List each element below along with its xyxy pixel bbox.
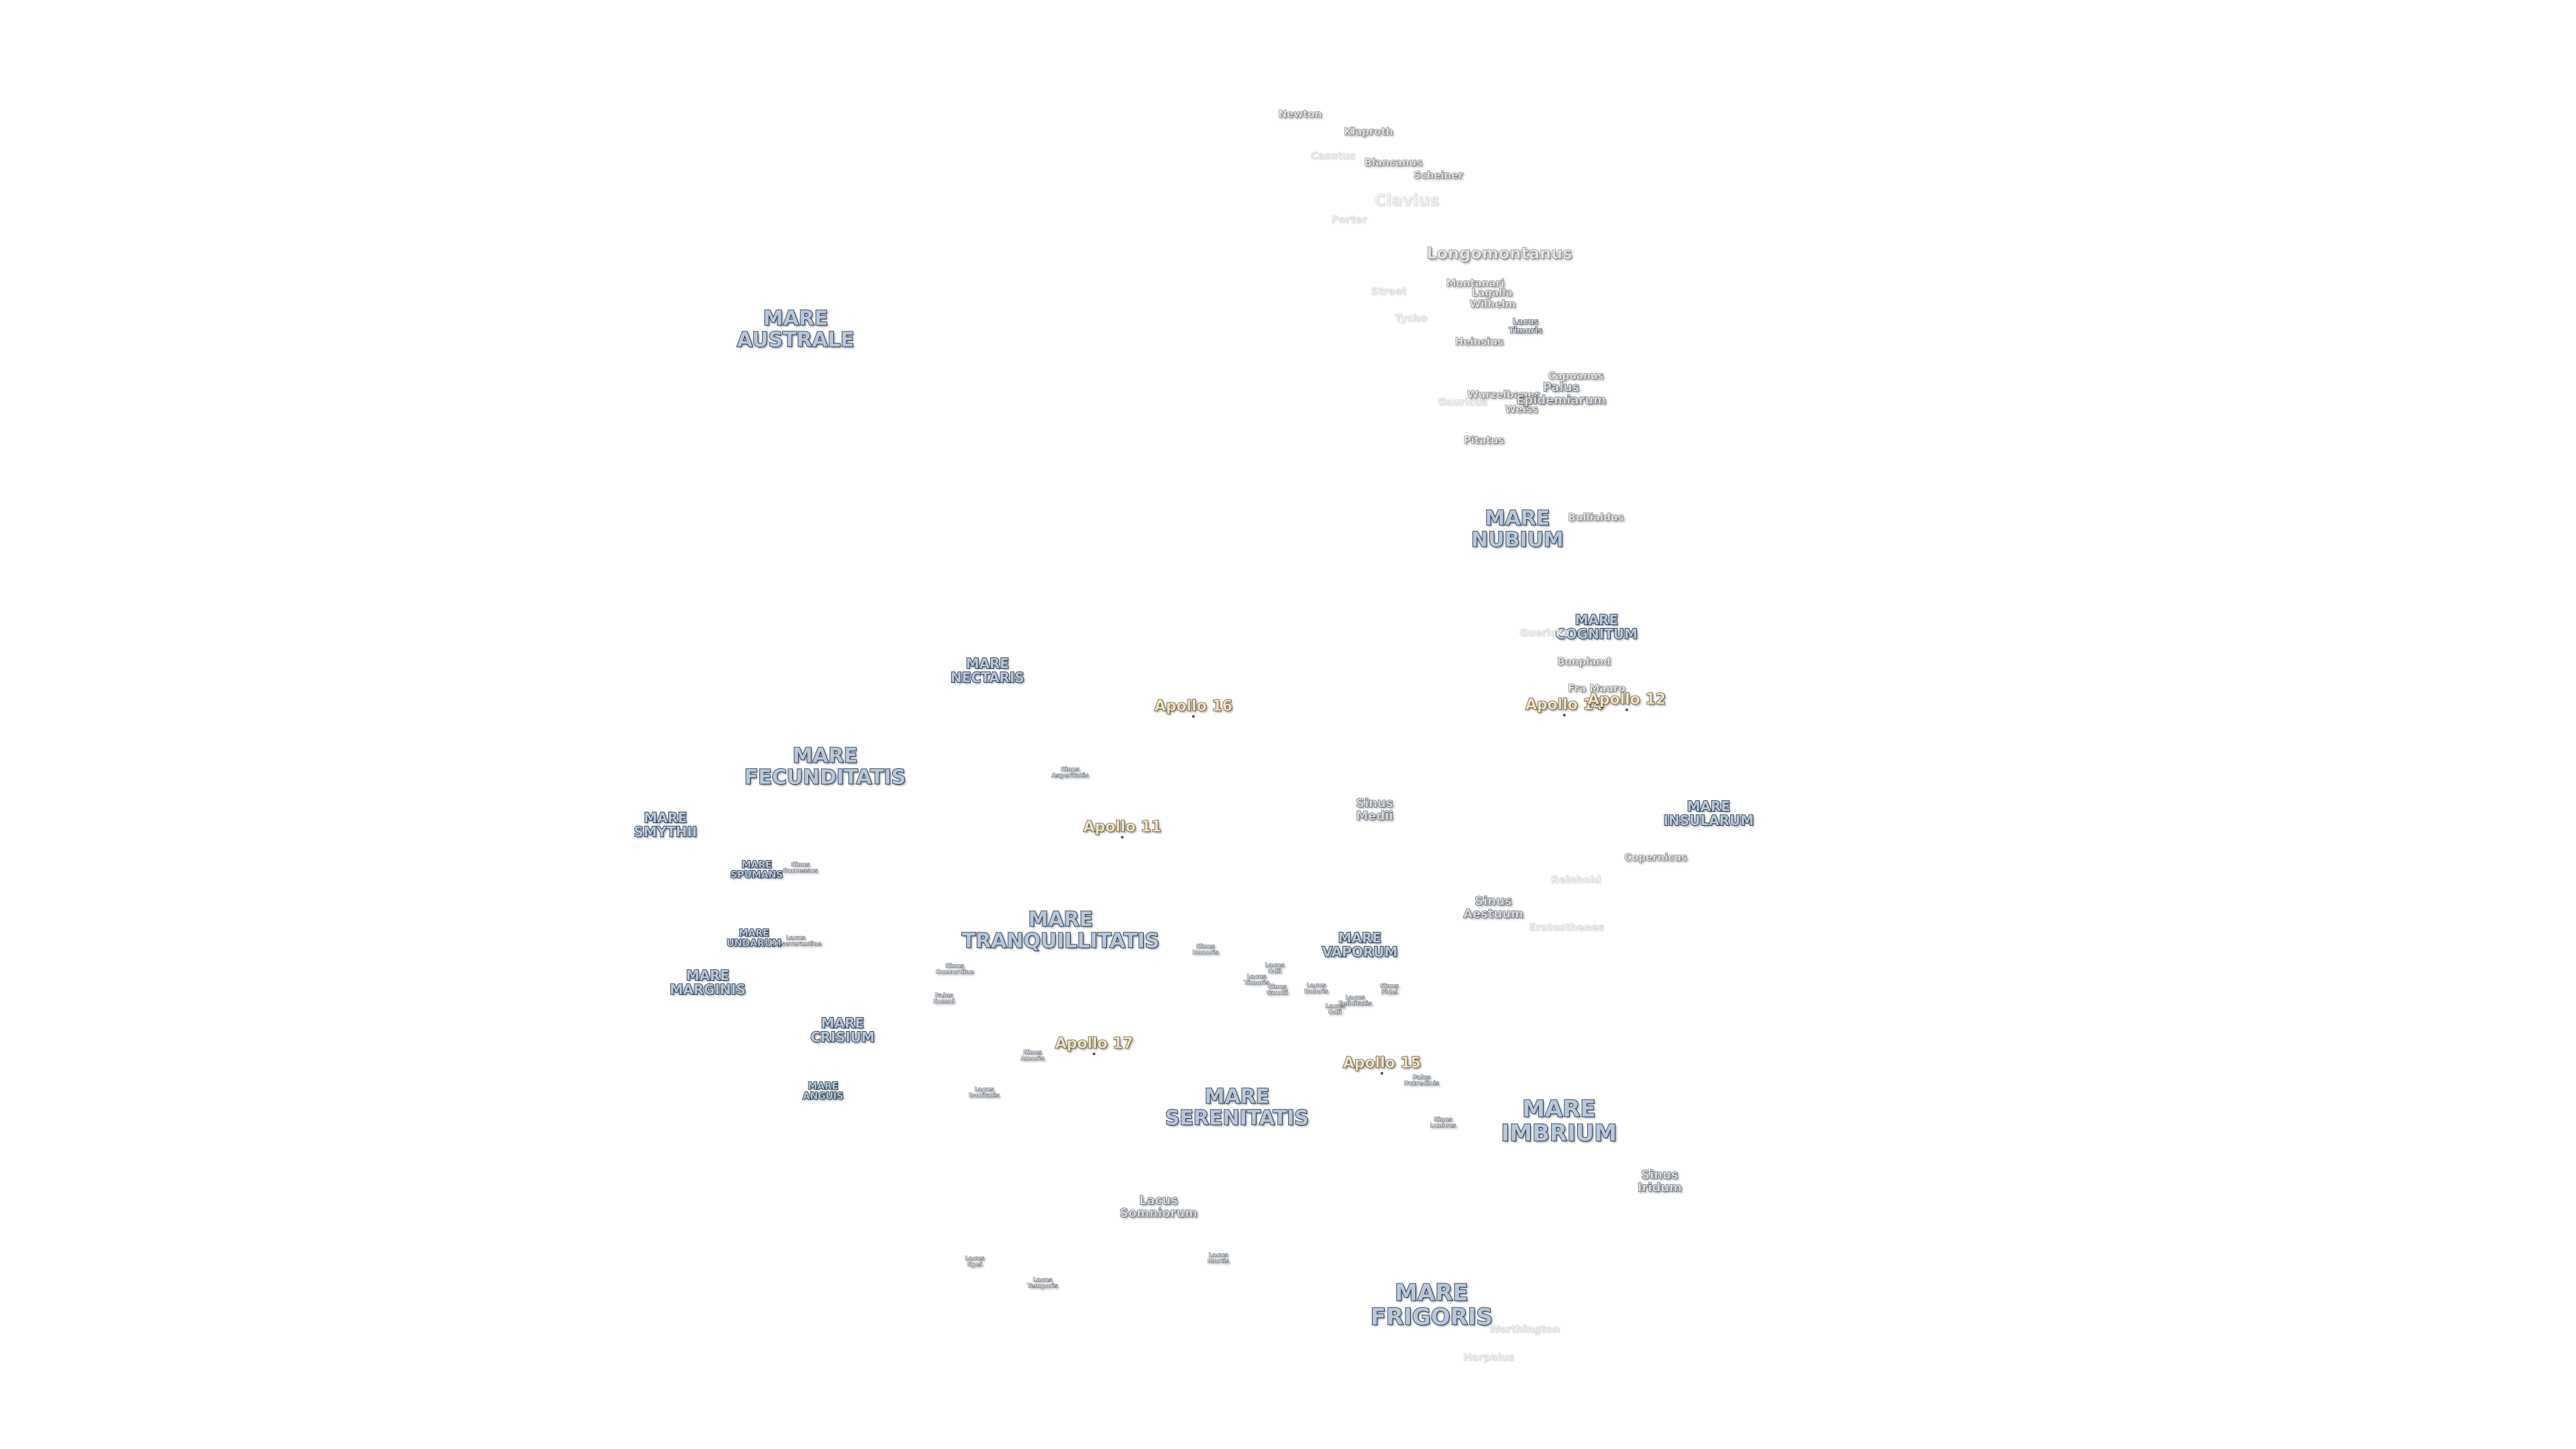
label-sinus-asperitatis: Sinus Asperitatis: [1051, 766, 1089, 780]
label-eratosthenes: Eratosthenes: [1529, 921, 1605, 934]
label-mare-serenitatis: MARE SERENITATIS: [1165, 1085, 1309, 1130]
label-porter: Porter: [1331, 213, 1367, 226]
label-lacus-timoris-2: Lacus Timoris: [1508, 317, 1543, 335]
label-gauricus: Gauricus: [1437, 396, 1488, 409]
label-apollo-16: Apollo 16: [1154, 698, 1233, 715]
label-mare-cognitum: MARE COGNITUM: [1555, 612, 1638, 642]
label-fra-mauro: Fra Mauro: [1568, 682, 1625, 695]
label-lacus-somniorum: Lacus Somniorum: [1119, 1193, 1197, 1220]
label-mare-nectaris: MARE NECTARIS: [950, 655, 1025, 686]
label-lacus-temporis: Lacus Temporis: [1027, 1277, 1059, 1290]
label-sinus-lunicus: Sinus Lunicus: [1430, 1116, 1456, 1130]
label-lacus-odii-1: Lacus Odii: [1265, 962, 1285, 975]
label-mare-marginis: MARE MARGINIS: [669, 967, 746, 998]
label-sinus-amoris: Sinus Amoris: [1020, 1049, 1044, 1063]
label-apollo-11: Apollo 11: [1083, 818, 1162, 836]
label-lacus-spei: Lacus Spei: [965, 1255, 985, 1269]
label-harpalus: Harpalus: [1463, 1351, 1514, 1364]
label-clavius: Clavius: [1374, 191, 1440, 210]
label-mare-vaporum: MARE VAPORUM: [1322, 930, 1399, 960]
label-mare-crisium: MARE CRISIUM: [810, 1015, 875, 1045]
label-mare-spumans: MARE SPUMANS: [730, 859, 784, 881]
label-apollo-17: Apollo 17: [1055, 1035, 1134, 1053]
label-sinus-successus: Sinus Successus: [782, 861, 818, 875]
label-mare-imbrium: MARE IMBRIUM: [1501, 1095, 1618, 1146]
apollo-12-marker: [1625, 708, 1628, 711]
label-reinhold: Reinhold: [1550, 873, 1601, 886]
label-weiss: Weiss: [1505, 403, 1538, 416]
label-apollo-15: Apollo 15: [1342, 1055, 1421, 1072]
label-sinus-honoris: Sinus Honoris: [1192, 943, 1219, 957]
label-palus-somni: Palus Somni: [933, 992, 955, 1006]
apollo-17-marker: [1093, 1053, 1095, 1055]
label-sinus-iridum: Sinus Iridum: [1637, 1168, 1682, 1195]
label-tycho: Tycho: [1394, 312, 1428, 325]
label-mare-undarum: MARE UNDARUM: [726, 928, 782, 949]
label-lacus-bonitatis: Lacus Bonitatis: [969, 1086, 1000, 1099]
label-lacus-felicitatis: Lacus Felicitatis: [1338, 994, 1372, 1008]
label-pitatus: Pitatus: [1463, 434, 1505, 447]
label-wilhelm: Wilhelm: [1469, 298, 1516, 311]
apollo-14-marker: [1563, 714, 1566, 716]
label-mare-fecunditatis: MARE FECUNDITATIS: [744, 744, 907, 789]
label-copernicus: Copernicus: [1624, 851, 1688, 864]
label-lacus-doloris: Lacus Doloris: [1304, 982, 1329, 996]
label-sinus-gaudii: Sinus Gaudii: [1266, 983, 1289, 997]
apollo-15-marker: [1381, 1072, 1383, 1075]
label-scheiner: Scheiner: [1413, 169, 1464, 182]
label-lacus-perseverantiae: Lacus Perseverantiae: [769, 934, 822, 948]
label-apollo-12: Apollo 12: [1587, 691, 1666, 708]
label-casatus: Casatus: [1310, 150, 1356, 162]
label-mare-insularum: MARE INSULARUM: [1663, 798, 1755, 828]
label-heinsius: Heinsius: [1454, 335, 1504, 348]
label-newton: Newton: [1278, 108, 1322, 121]
label-bonpland: Bonpland: [1557, 655, 1611, 668]
label-mare-nubium: MARE NUBIUM: [1470, 506, 1564, 551]
label-longomontanus: Longomontanus: [1426, 244, 1572, 263]
label-sinus-aestuum: Sinus Aestuum: [1462, 894, 1523, 921]
apollo-16-marker: [1192, 715, 1195, 718]
label-sinus-medii: Sinus Medii: [1356, 796, 1394, 823]
label-guericke: Guericke: [1519, 627, 1570, 639]
label-lacus-timoris-1: Lacus Timoris: [1244, 973, 1269, 987]
label-montanari: Montanari: [1446, 277, 1505, 290]
label-capuanus: Capuanus: [1548, 370, 1604, 382]
label-sinus-concordiae: Sinus Concordiae: [935, 963, 974, 976]
label-wurzelbauer: Wurzelbauer: [1467, 388, 1540, 401]
label-mare-anguis: MARE ANGUIS: [802, 1081, 845, 1102]
label-sinus-fidei: Sinus Fidei: [1380, 983, 1399, 996]
apollo-11-marker: [1121, 836, 1124, 839]
label-bullialdus: Bullialdus: [1568, 511, 1624, 524]
label-lacus-odii-2: Lacus Odii: [1325, 1003, 1345, 1016]
label-blancanus: Blancanus: [1364, 156, 1423, 169]
label-apollo-14: Apollo 14: [1525, 696, 1604, 714]
label-mare-smythii: MARE SMYTHII: [633, 810, 698, 840]
label-lagalla: Lagalla: [1471, 286, 1513, 299]
label-palus-putredinis: Palus Putredinis: [1403, 1074, 1440, 1087]
label-worthington: Worthington: [1488, 1323, 1560, 1336]
label-klaproth: Klaproth: [1344, 125, 1393, 138]
label-lacus-mortis: Lacus Mortis: [1207, 1252, 1230, 1265]
label-mare-tranquillitatis: MARE TRANQUILLITATIS: [961, 908, 1161, 953]
label-palus-epidemiarum: Palus Epidemiarum: [1515, 380, 1606, 407]
label-mare-frigoris: MARE FRIGORIS: [1370, 1279, 1493, 1330]
label-street: Street: [1371, 285, 1407, 298]
label-mare-australe: MARE AUSTRALE: [737, 307, 855, 352]
